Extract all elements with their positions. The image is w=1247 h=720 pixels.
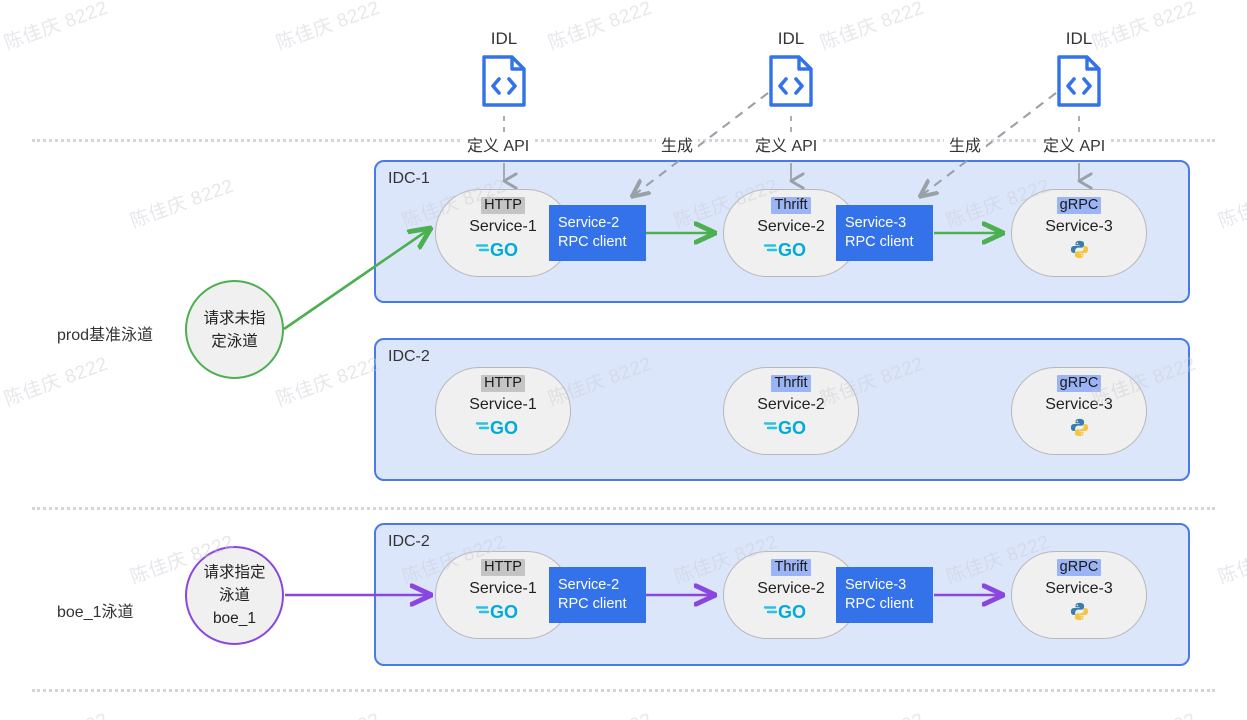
idc-label: IDC-1 xyxy=(388,170,430,187)
service-node-idc1-service-2[interactable]: Thrift Service-2 GO xyxy=(723,189,859,277)
protocol-badge: HTTP xyxy=(481,559,525,576)
edge-caption-generate-1: 生成 xyxy=(656,137,699,157)
rpc-client-line1: Service-3 xyxy=(845,215,907,231)
protocol-badge: gRPC xyxy=(1056,375,1102,392)
service-name: Service-1 xyxy=(469,396,537,413)
protocol-badge: Thrift xyxy=(771,197,811,214)
python-logo xyxy=(1069,416,1090,438)
idc-label: IDC-2 xyxy=(388,348,430,365)
service-node-idc2boe-service-1[interactable]: HTTP Service-1 GO xyxy=(435,551,571,639)
rpc-client-line2: RPC client xyxy=(845,596,914,612)
protocol-badge: gRPC xyxy=(1056,559,1102,576)
svg-text:GO: GO xyxy=(490,602,518,621)
protocol-badge: gRPC xyxy=(1056,197,1102,214)
rpc-client-box-service-2[interactable]: Service-2 RPC client xyxy=(549,205,646,261)
lane-circle-line: 定泳道 xyxy=(211,332,258,350)
svg-text:GO: GO xyxy=(778,240,806,259)
service-node-idc2boe-service-3[interactable]: gRPC Service-3 xyxy=(1011,551,1147,639)
rpc-client-line2: RPC client xyxy=(558,596,627,612)
prod-lane-entry-arrow xyxy=(283,230,428,331)
idc-label: IDC-2 xyxy=(388,533,430,550)
protocol-badge: HTTP xyxy=(481,375,525,392)
service-node-idc1-service-1[interactable]: HTTP Service-1 GO xyxy=(435,189,571,277)
svg-text:GO: GO xyxy=(490,240,518,259)
lane-circle-line: 请求指定 xyxy=(203,564,266,581)
service-name: Service-2 xyxy=(757,218,825,235)
rpc-client-box-service-3[interactable]: Service-3 RPC client xyxy=(836,205,933,261)
protocol-badge: Thrfit xyxy=(771,375,811,392)
rpc-client-line2: RPC client xyxy=(845,234,914,250)
idl-node-1[interactable]: IDL xyxy=(459,30,549,108)
go-logo: GO xyxy=(763,238,819,260)
lane-circle-line: 请求未指 xyxy=(203,309,266,327)
divider-rule-top xyxy=(32,139,1215,142)
service-name: Service-2 xyxy=(757,396,825,413)
service-name: Service-1 xyxy=(469,580,537,597)
service-node-idc2mid-service-1[interactable]: HTTP Service-1 GO xyxy=(435,367,571,455)
lane-label-boe1: boe_1泳道 xyxy=(57,604,134,621)
lane-circle-line: 泳道 xyxy=(218,587,250,604)
go-logo: GO xyxy=(475,416,531,438)
edge-caption-define-api-3: 定义 API xyxy=(1038,137,1111,157)
edge-caption-generate-2: 生成 xyxy=(944,137,987,157)
rpc-client-line1: Service-2 xyxy=(558,215,620,231)
edge-caption-define-api-1: 定义 API xyxy=(462,137,535,157)
service-node-idc2mid-service-2[interactable]: Thrfit Service-2 GO xyxy=(723,367,859,455)
go-logo: GO xyxy=(475,238,531,260)
service-name: Service-2 xyxy=(757,580,825,597)
go-logo: GO xyxy=(475,600,531,622)
divider-rule-middle xyxy=(32,507,1215,510)
svg-text:GO: GO xyxy=(778,602,806,621)
idl-node-3[interactable]: IDL xyxy=(1034,30,1124,108)
protocol-badge: HTTP xyxy=(481,197,525,214)
rpc-client-box-service-3[interactable]: Service-3 RPC client xyxy=(836,567,933,623)
python-logo xyxy=(1069,238,1090,260)
lane-circle-boe1[interactable]: 请求指定 泳道 boe_1 xyxy=(185,546,284,645)
lane-circle-line: boe_1 xyxy=(212,610,257,627)
rpc-client-line1: Service-2 xyxy=(558,577,620,593)
edge-caption-define-api-2: 定义 API xyxy=(750,137,823,157)
rpc-client-line1: Service-3 xyxy=(845,577,907,593)
go-logo: GO xyxy=(763,416,819,438)
lane-circle-prod[interactable]: 请求未指 定泳道 xyxy=(185,280,284,379)
python-logo xyxy=(1069,600,1090,622)
svg-text:GO: GO xyxy=(490,418,518,437)
service-node-idc1-service-3[interactable]: gRPC Service-3 xyxy=(1011,189,1147,277)
code-document-icon xyxy=(481,54,527,108)
rpc-client-line2: RPC client xyxy=(558,234,627,250)
service-node-idc2mid-service-3[interactable]: gRPC Service-3 xyxy=(1011,367,1147,455)
divider-rule-bottom xyxy=(32,689,1215,692)
generate-edge-1 xyxy=(634,92,769,195)
service-name: Service-1 xyxy=(469,218,537,235)
idl-label: IDL xyxy=(777,29,805,48)
go-logo: GO xyxy=(763,600,819,622)
generate-edge-2 xyxy=(922,92,1057,195)
rpc-client-box-service-2[interactable]: Service-2 RPC client xyxy=(549,567,646,623)
idl-label: IDL xyxy=(1065,29,1093,48)
lane-label-prod: prod基准泳道 xyxy=(57,327,154,344)
code-document-icon xyxy=(1056,54,1102,108)
service-name: Service-3 xyxy=(1045,218,1113,235)
service-name: Service-3 xyxy=(1045,580,1113,597)
idl-node-2[interactable]: IDL xyxy=(746,30,836,108)
svg-text:GO: GO xyxy=(778,418,806,437)
protocol-badge: Thrift xyxy=(771,559,811,576)
service-name: Service-3 xyxy=(1045,396,1113,413)
code-document-icon xyxy=(768,54,814,108)
idl-label: IDL xyxy=(490,29,518,48)
